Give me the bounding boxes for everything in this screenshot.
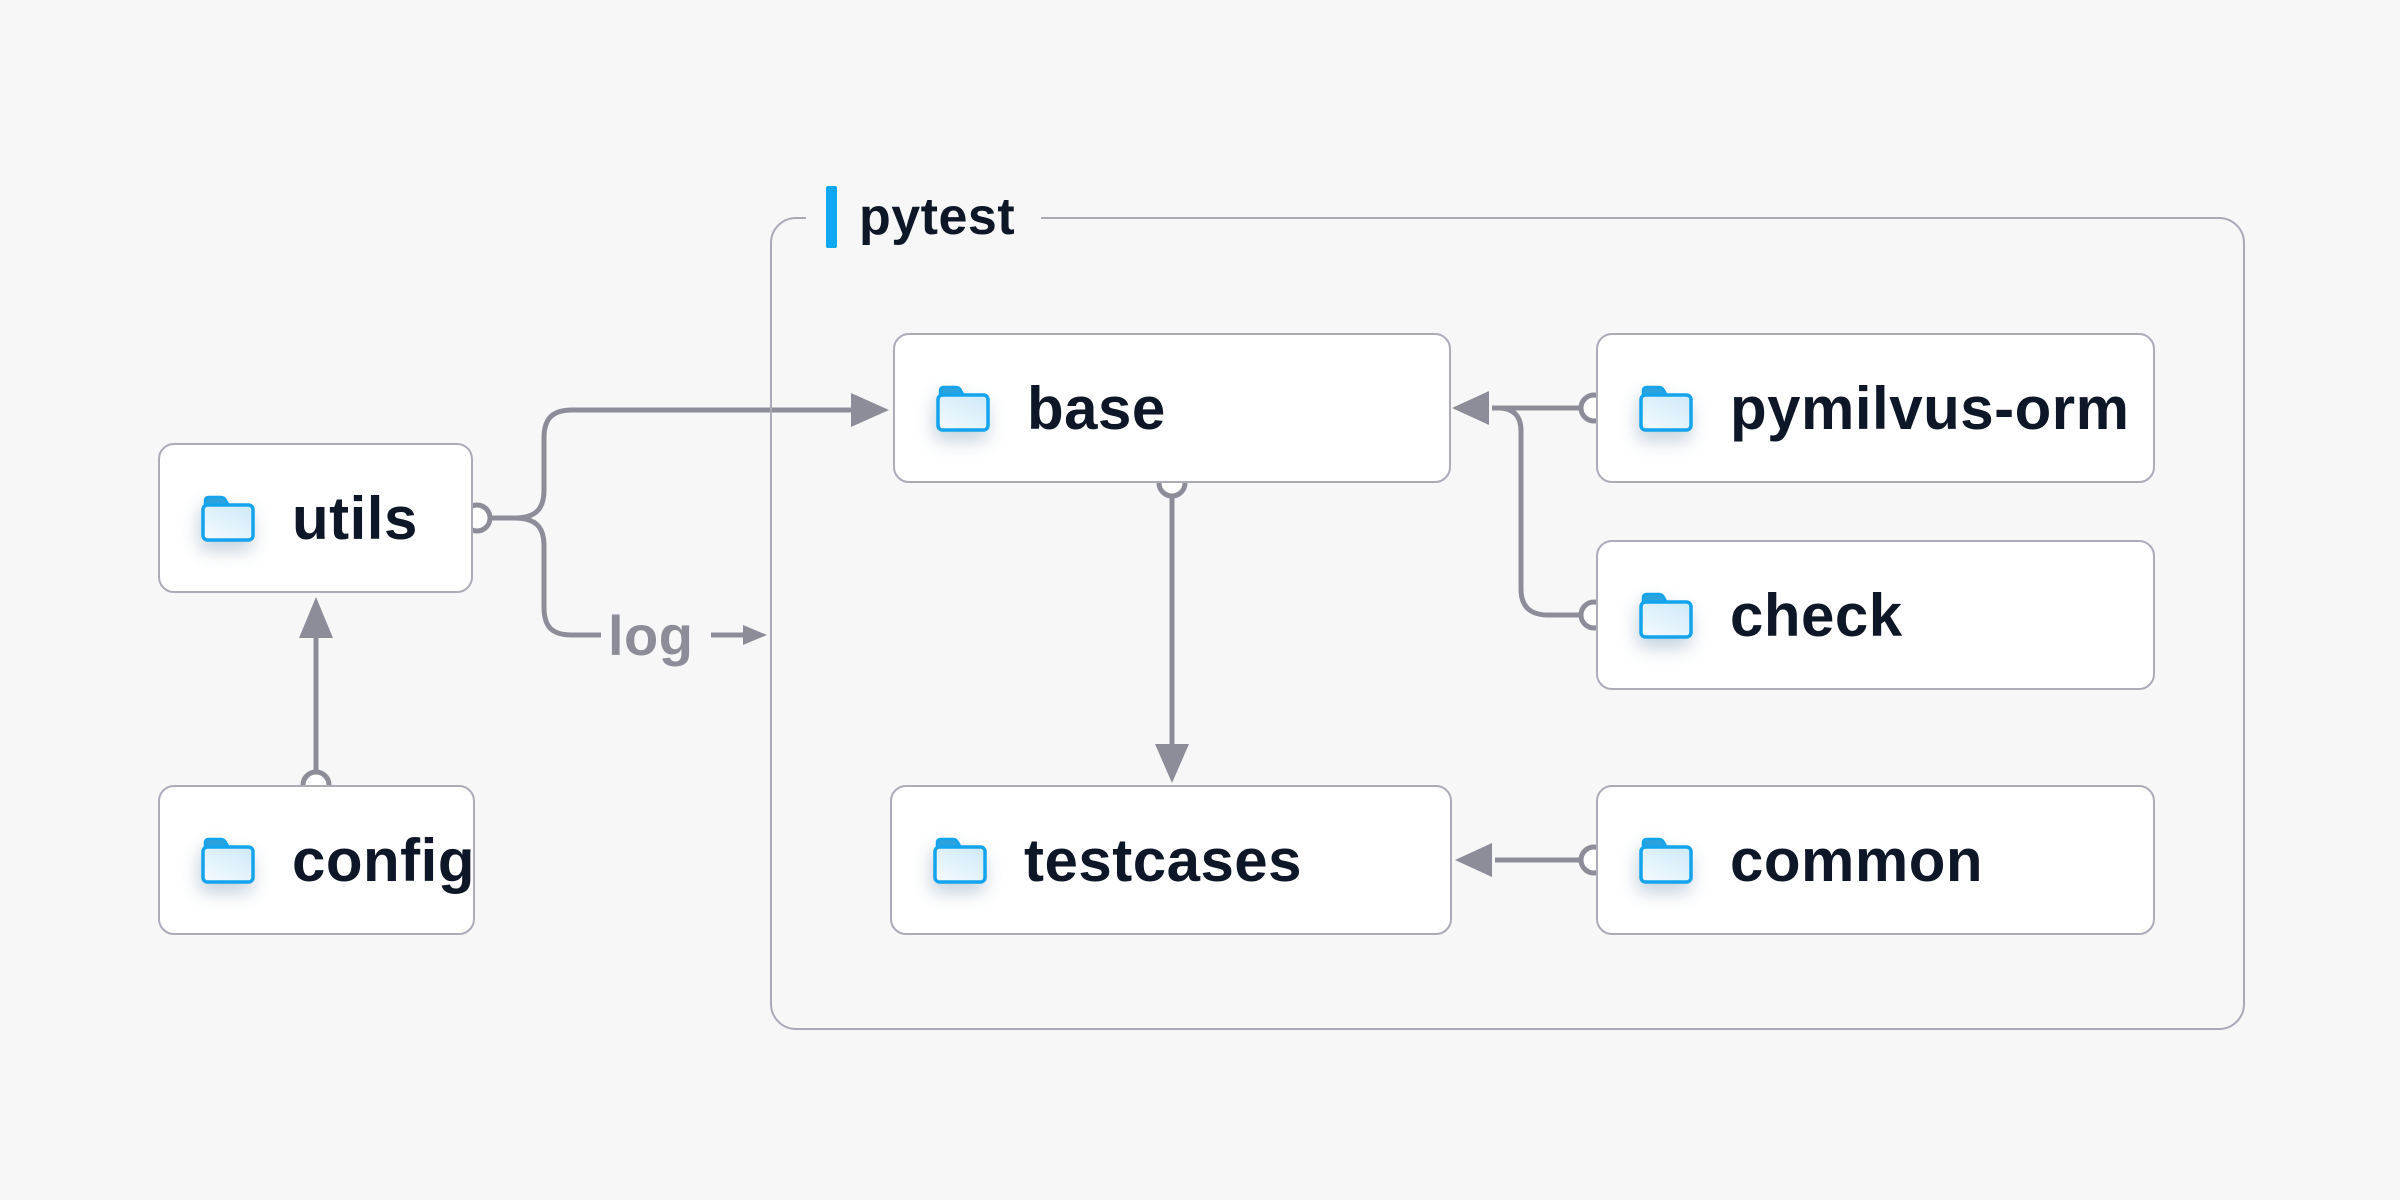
edge-utils-base [513, 407, 854, 521]
arrowhead-log [743, 625, 767, 645]
pytest-container-title: pytest [859, 188, 1016, 246]
node-pymilvus-orm: pymilvus-orm [1596, 333, 2155, 483]
node-label: check [1730, 581, 1903, 649]
folder-icon [933, 837, 987, 884]
node-common: common [1596, 785, 2155, 935]
node-base: base [893, 333, 1451, 483]
arrowhead-into-testcases-top [1155, 744, 1189, 783]
arrowhead-into-base-right [1452, 391, 1489, 425]
arrowhead-into-testcases-right [1455, 843, 1492, 877]
folder-icon [201, 837, 255, 884]
node-check: check [1596, 540, 2155, 690]
arrowhead-into-utils [299, 597, 333, 638]
node-config: config [158, 785, 475, 935]
node-label: testcases [1024, 826, 1303, 894]
folder-icon [201, 495, 255, 542]
folder-icon [1639, 385, 1693, 432]
node-label: utils [292, 484, 418, 552]
folder-icon [1639, 592, 1693, 639]
accent-bar [826, 186, 837, 248]
node-label: common [1730, 826, 1984, 894]
node-utils: utils [158, 443, 473, 593]
edge-label-log: log [608, 603, 694, 667]
node-testcases: testcases [890, 785, 1452, 935]
node-label: base [1027, 374, 1166, 442]
pytest-container-label: pytest [806, 182, 1042, 252]
edge-check-base [1499, 405, 1581, 618]
arrowhead-into-base-left [851, 393, 889, 427]
pytest-container [770, 217, 2245, 1030]
folder-icon [1639, 837, 1693, 884]
edge-utils-log [513, 515, 601, 638]
node-label: pymilvus-orm [1730, 374, 2130, 442]
node-label: config [292, 826, 475, 894]
folder-icon [936, 385, 990, 432]
